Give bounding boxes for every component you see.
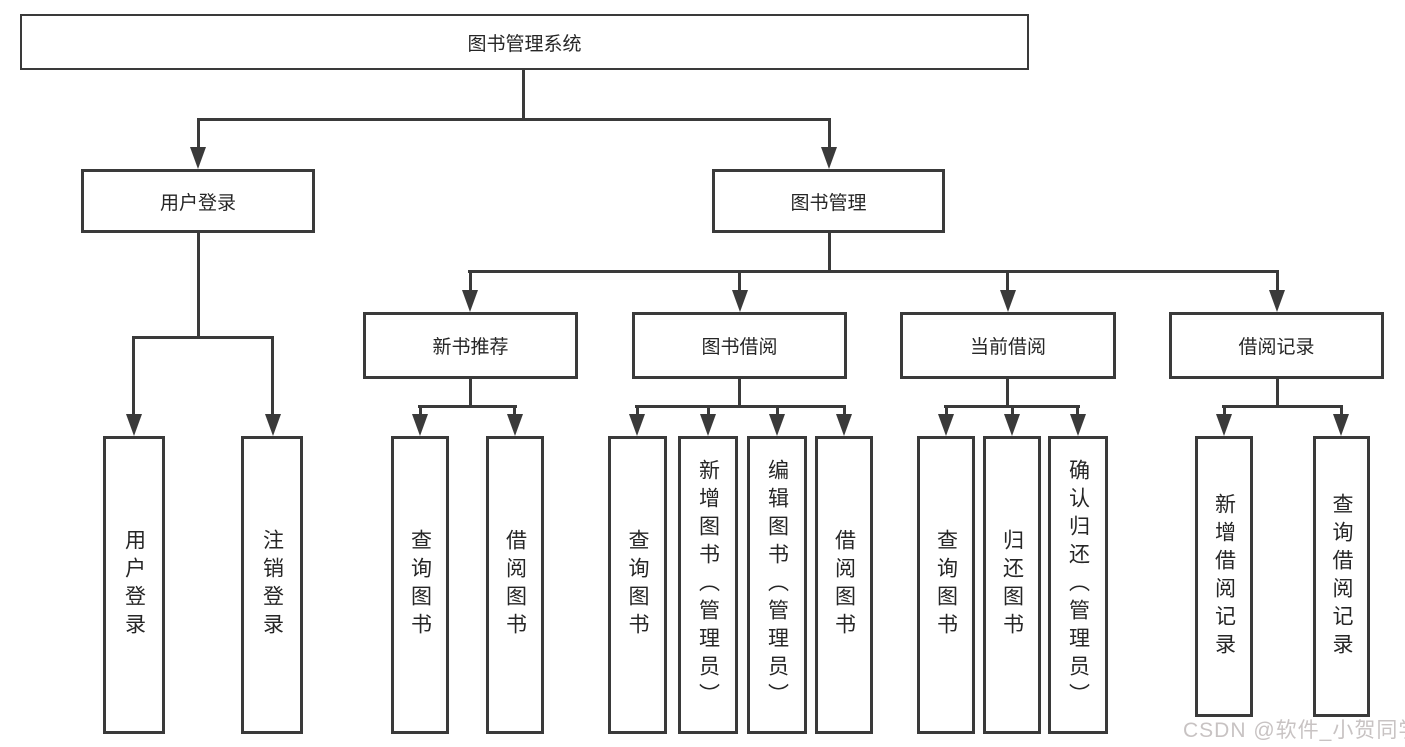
node-book-management-label: 图书管理 bbox=[790, 192, 867, 214]
down-arrow-icon bbox=[1000, 290, 1016, 312]
connector-line bbox=[828, 233, 831, 270]
node-borrow-records-label: 借阅记录 bbox=[1238, 337, 1315, 358]
leaf-borrow-books-label: 借阅图书 bbox=[832, 529, 856, 641]
connector-line bbox=[1006, 379, 1009, 407]
connector-line bbox=[945, 405, 948, 417]
leaf-return-books: 归还图书 bbox=[983, 436, 1041, 734]
connector-line bbox=[1276, 379, 1279, 407]
leaf-newbook-borrow-books-label: 借阅图书 bbox=[503, 529, 527, 641]
down-arrow-icon bbox=[190, 147, 206, 169]
connector-line bbox=[132, 336, 135, 416]
node-user-login: 用户登录 bbox=[81, 169, 315, 233]
connector-line bbox=[197, 118, 831, 121]
connector-line bbox=[513, 405, 516, 417]
leaf-newbook-query-books-label: 查询图书 bbox=[408, 529, 432, 641]
connector-line bbox=[707, 405, 710, 417]
connector-line bbox=[828, 118, 831, 148]
leaf-logout: 注销登录 bbox=[241, 436, 303, 734]
connector-line bbox=[469, 270, 472, 292]
down-arrow-icon bbox=[821, 147, 837, 169]
connector-line bbox=[468, 270, 1279, 273]
connector-line bbox=[1011, 405, 1014, 417]
connector-line bbox=[271, 336, 274, 416]
leaf-borrow-query-books-label: 查询图书 bbox=[626, 529, 649, 641]
node-root-label: 图书管理系统 bbox=[467, 33, 582, 55]
leaf-borrow-query-books: 查询图书 bbox=[608, 436, 667, 734]
connector-line bbox=[1222, 405, 1343, 408]
node-new-book-recommend: 新书推荐 bbox=[363, 312, 578, 379]
down-arrow-icon bbox=[938, 414, 954, 436]
down-arrow-icon bbox=[507, 414, 523, 436]
connector-line bbox=[197, 118, 200, 148]
connector-line bbox=[776, 405, 779, 417]
node-current-borrow-label: 当前借阅 bbox=[969, 337, 1046, 358]
connector-line bbox=[522, 70, 525, 118]
connector-line bbox=[843, 405, 846, 417]
connector-line bbox=[1340, 405, 1343, 417]
node-user-login-label: 用户登录 bbox=[159, 192, 236, 214]
node-current-borrow: 当前借阅 bbox=[900, 312, 1116, 379]
connector-line bbox=[636, 405, 639, 417]
node-book-borrow: 图书借阅 bbox=[632, 312, 847, 379]
leaf-confirm-return-admin: 确认归还（管理员） bbox=[1048, 436, 1108, 734]
node-book-borrow-label: 图书借阅 bbox=[701, 337, 778, 358]
connector-line bbox=[738, 379, 741, 407]
connector-line bbox=[635, 405, 846, 408]
down-arrow-icon bbox=[462, 290, 478, 312]
leaf-add-borrow-record: 新增借阅记录 bbox=[1195, 436, 1253, 717]
down-arrow-icon bbox=[836, 414, 852, 436]
connector-line bbox=[469, 379, 472, 407]
leaf-user-login: 用户登录 bbox=[103, 436, 165, 734]
connector-line bbox=[1076, 405, 1079, 417]
leaf-add-borrow-record-label: 新增借阅记录 bbox=[1212, 492, 1236, 661]
connector-line bbox=[1006, 270, 1009, 292]
down-arrow-icon bbox=[1070, 414, 1086, 436]
leaf-user-login-label: 用户登录 bbox=[122, 529, 146, 641]
down-arrow-icon bbox=[265, 414, 281, 436]
leaf-return-books-label: 归还图书 bbox=[1000, 529, 1024, 641]
down-arrow-icon bbox=[1333, 414, 1349, 436]
node-root: 图书管理系统 bbox=[20, 14, 1029, 70]
down-arrow-icon bbox=[700, 414, 716, 436]
node-book-management: 图书管理 bbox=[712, 169, 945, 233]
leaf-current-query-books: 查询图书 bbox=[917, 436, 975, 734]
leaf-query-borrow-record-label: 查询借阅记录 bbox=[1330, 492, 1353, 661]
leaf-edit-book-admin: 编辑图书（管理员） bbox=[747, 436, 807, 734]
connector-line bbox=[197, 233, 200, 336]
leaf-query-borrow-record: 查询借阅记录 bbox=[1313, 436, 1370, 717]
down-arrow-icon bbox=[1216, 414, 1232, 436]
down-arrow-icon bbox=[1004, 414, 1020, 436]
leaf-confirm-return-admin-label: 确认归还（管理员） bbox=[1066, 459, 1090, 711]
connector-line bbox=[1223, 405, 1226, 417]
connector-line bbox=[418, 405, 517, 408]
connector-line bbox=[132, 336, 274, 339]
leaf-newbook-borrow-books: 借阅图书 bbox=[486, 436, 544, 734]
connector-line bbox=[1276, 270, 1279, 292]
node-new-book-recommend-label: 新书推荐 bbox=[432, 337, 509, 358]
down-arrow-icon bbox=[769, 414, 785, 436]
leaf-add-book-admin-label: 新增图书（管理员） bbox=[696, 459, 720, 711]
leaf-add-book-admin: 新增图书（管理员） bbox=[678, 436, 738, 734]
down-arrow-icon bbox=[126, 414, 142, 436]
leaf-edit-book-admin-label: 编辑图书（管理员） bbox=[765, 459, 789, 711]
down-arrow-icon bbox=[629, 414, 645, 436]
csdn-watermark: CSDN @软件_小贺同学 bbox=[1183, 719, 1405, 742]
leaf-borrow-books: 借阅图书 bbox=[815, 436, 873, 734]
leaf-newbook-query-books: 查询图书 bbox=[391, 436, 449, 734]
leaf-current-query-books-label: 查询图书 bbox=[934, 529, 958, 641]
connector-line bbox=[419, 405, 422, 417]
node-borrow-records: 借阅记录 bbox=[1169, 312, 1384, 379]
down-arrow-icon bbox=[412, 414, 428, 436]
leaf-logout-label: 注销登录 bbox=[260, 529, 284, 641]
down-arrow-icon bbox=[732, 290, 748, 312]
connector-line bbox=[738, 270, 741, 292]
down-arrow-icon bbox=[1269, 290, 1285, 312]
